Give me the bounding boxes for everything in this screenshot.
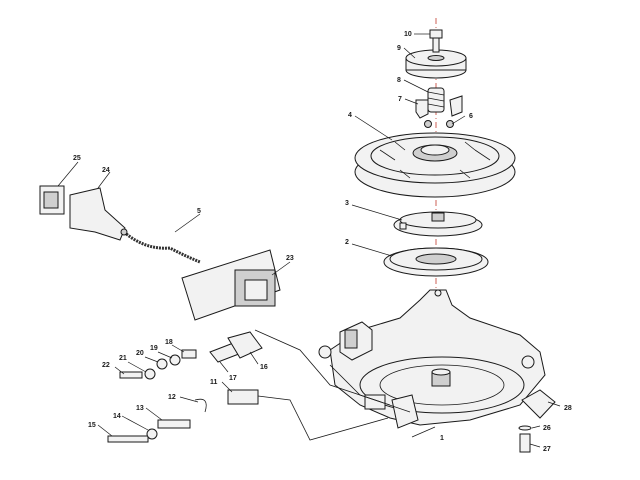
callout-27: 27 [543,446,551,453]
callout-4: 4 [348,112,352,119]
callout-18: 18 [165,339,173,346]
callout-26: 26 [543,425,551,432]
callout-14: 14 [113,413,121,420]
cable-path-b [257,395,389,441]
callout-24: 24 [102,167,110,174]
pulley-part-4 [354,132,516,198]
callout-2: 2 [345,239,349,246]
cable-path-a [254,329,391,406]
callout-17: 17 [229,375,237,382]
callout-28: 28 [564,405,572,412]
fastener-set [119,331,263,380]
callout-1: 1 [440,435,444,442]
pin-set [107,389,259,443]
callout-5: 5 [197,208,201,215]
callout-16: 16 [260,364,268,371]
rope-part-5 [123,230,201,264]
callout-13: 13 [136,405,144,412]
callout-9: 9 [397,45,401,52]
callout-23: 23 [286,255,294,262]
cap-part-25 [39,185,65,215]
callouts: 1 2 3 4 5 6 7 8 9 10 11 12 13 14 15 16 1 [57,31,572,453]
callout-21: 21 [119,355,127,362]
callout-15: 15 [88,422,96,429]
callout-7: 7 [398,96,402,103]
callout-8: 8 [397,77,401,84]
spring-cup-part-3 [393,211,483,237]
housing-part-1 [318,289,546,429]
retainer-part-9 [405,49,467,79]
bracket-part-23 [181,249,281,321]
plate-part-2 [383,247,489,297]
spring-part-8 [427,87,445,113]
callout-11: 11 [210,379,218,386]
handle-part-24 [69,187,128,241]
callout-3: 3 [345,200,349,207]
callout-12: 12 [168,394,176,401]
callout-20: 20 [136,350,144,357]
bolt-part-10 [429,29,443,53]
clamp-set [518,389,556,453]
callout-22: 22 [102,362,110,369]
callout-19: 19 [150,345,158,352]
callout-10: 10 [404,31,412,38]
pawl-part-7 [415,95,463,128]
callout-25: 25 [73,155,81,162]
callout-6: 6 [469,113,473,120]
